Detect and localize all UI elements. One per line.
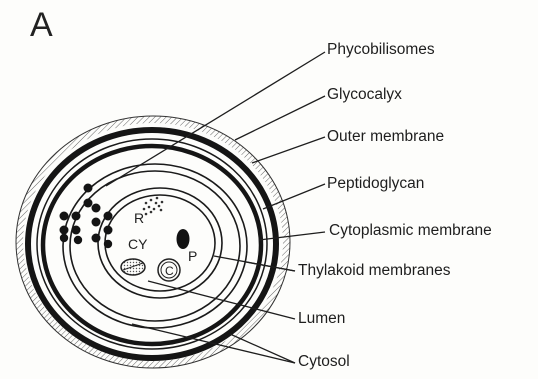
label-cytosol: Cytosol xyxy=(298,353,350,371)
label-thylakoid-membranes: Thylakoid membranes xyxy=(298,262,450,280)
label-cytoplasmic-membrane: Cytoplasmic membrane xyxy=(329,222,492,240)
label-glycocalyx: Glycocalyx xyxy=(327,86,402,104)
label-carboxysome: CY xyxy=(128,236,147,252)
label-outer-membrane: Outer membrane xyxy=(327,128,444,146)
label-cyanophycin: C xyxy=(165,263,174,279)
leader-glycocalyx xyxy=(235,96,325,140)
label-peptidoglycan: Peptidoglycan xyxy=(327,175,424,193)
label-polyphosphate: P xyxy=(188,248,197,264)
leader-outer-membrane xyxy=(252,137,325,163)
polyphosphate-granule xyxy=(177,229,190,249)
panel-letter: A xyxy=(30,6,54,45)
label-lumen: Lumen xyxy=(298,310,345,328)
label-ribosomes: R xyxy=(134,210,144,226)
leader-cytosol-a xyxy=(230,334,295,363)
label-phycobilisomes: Phycobilisomes xyxy=(327,41,435,59)
